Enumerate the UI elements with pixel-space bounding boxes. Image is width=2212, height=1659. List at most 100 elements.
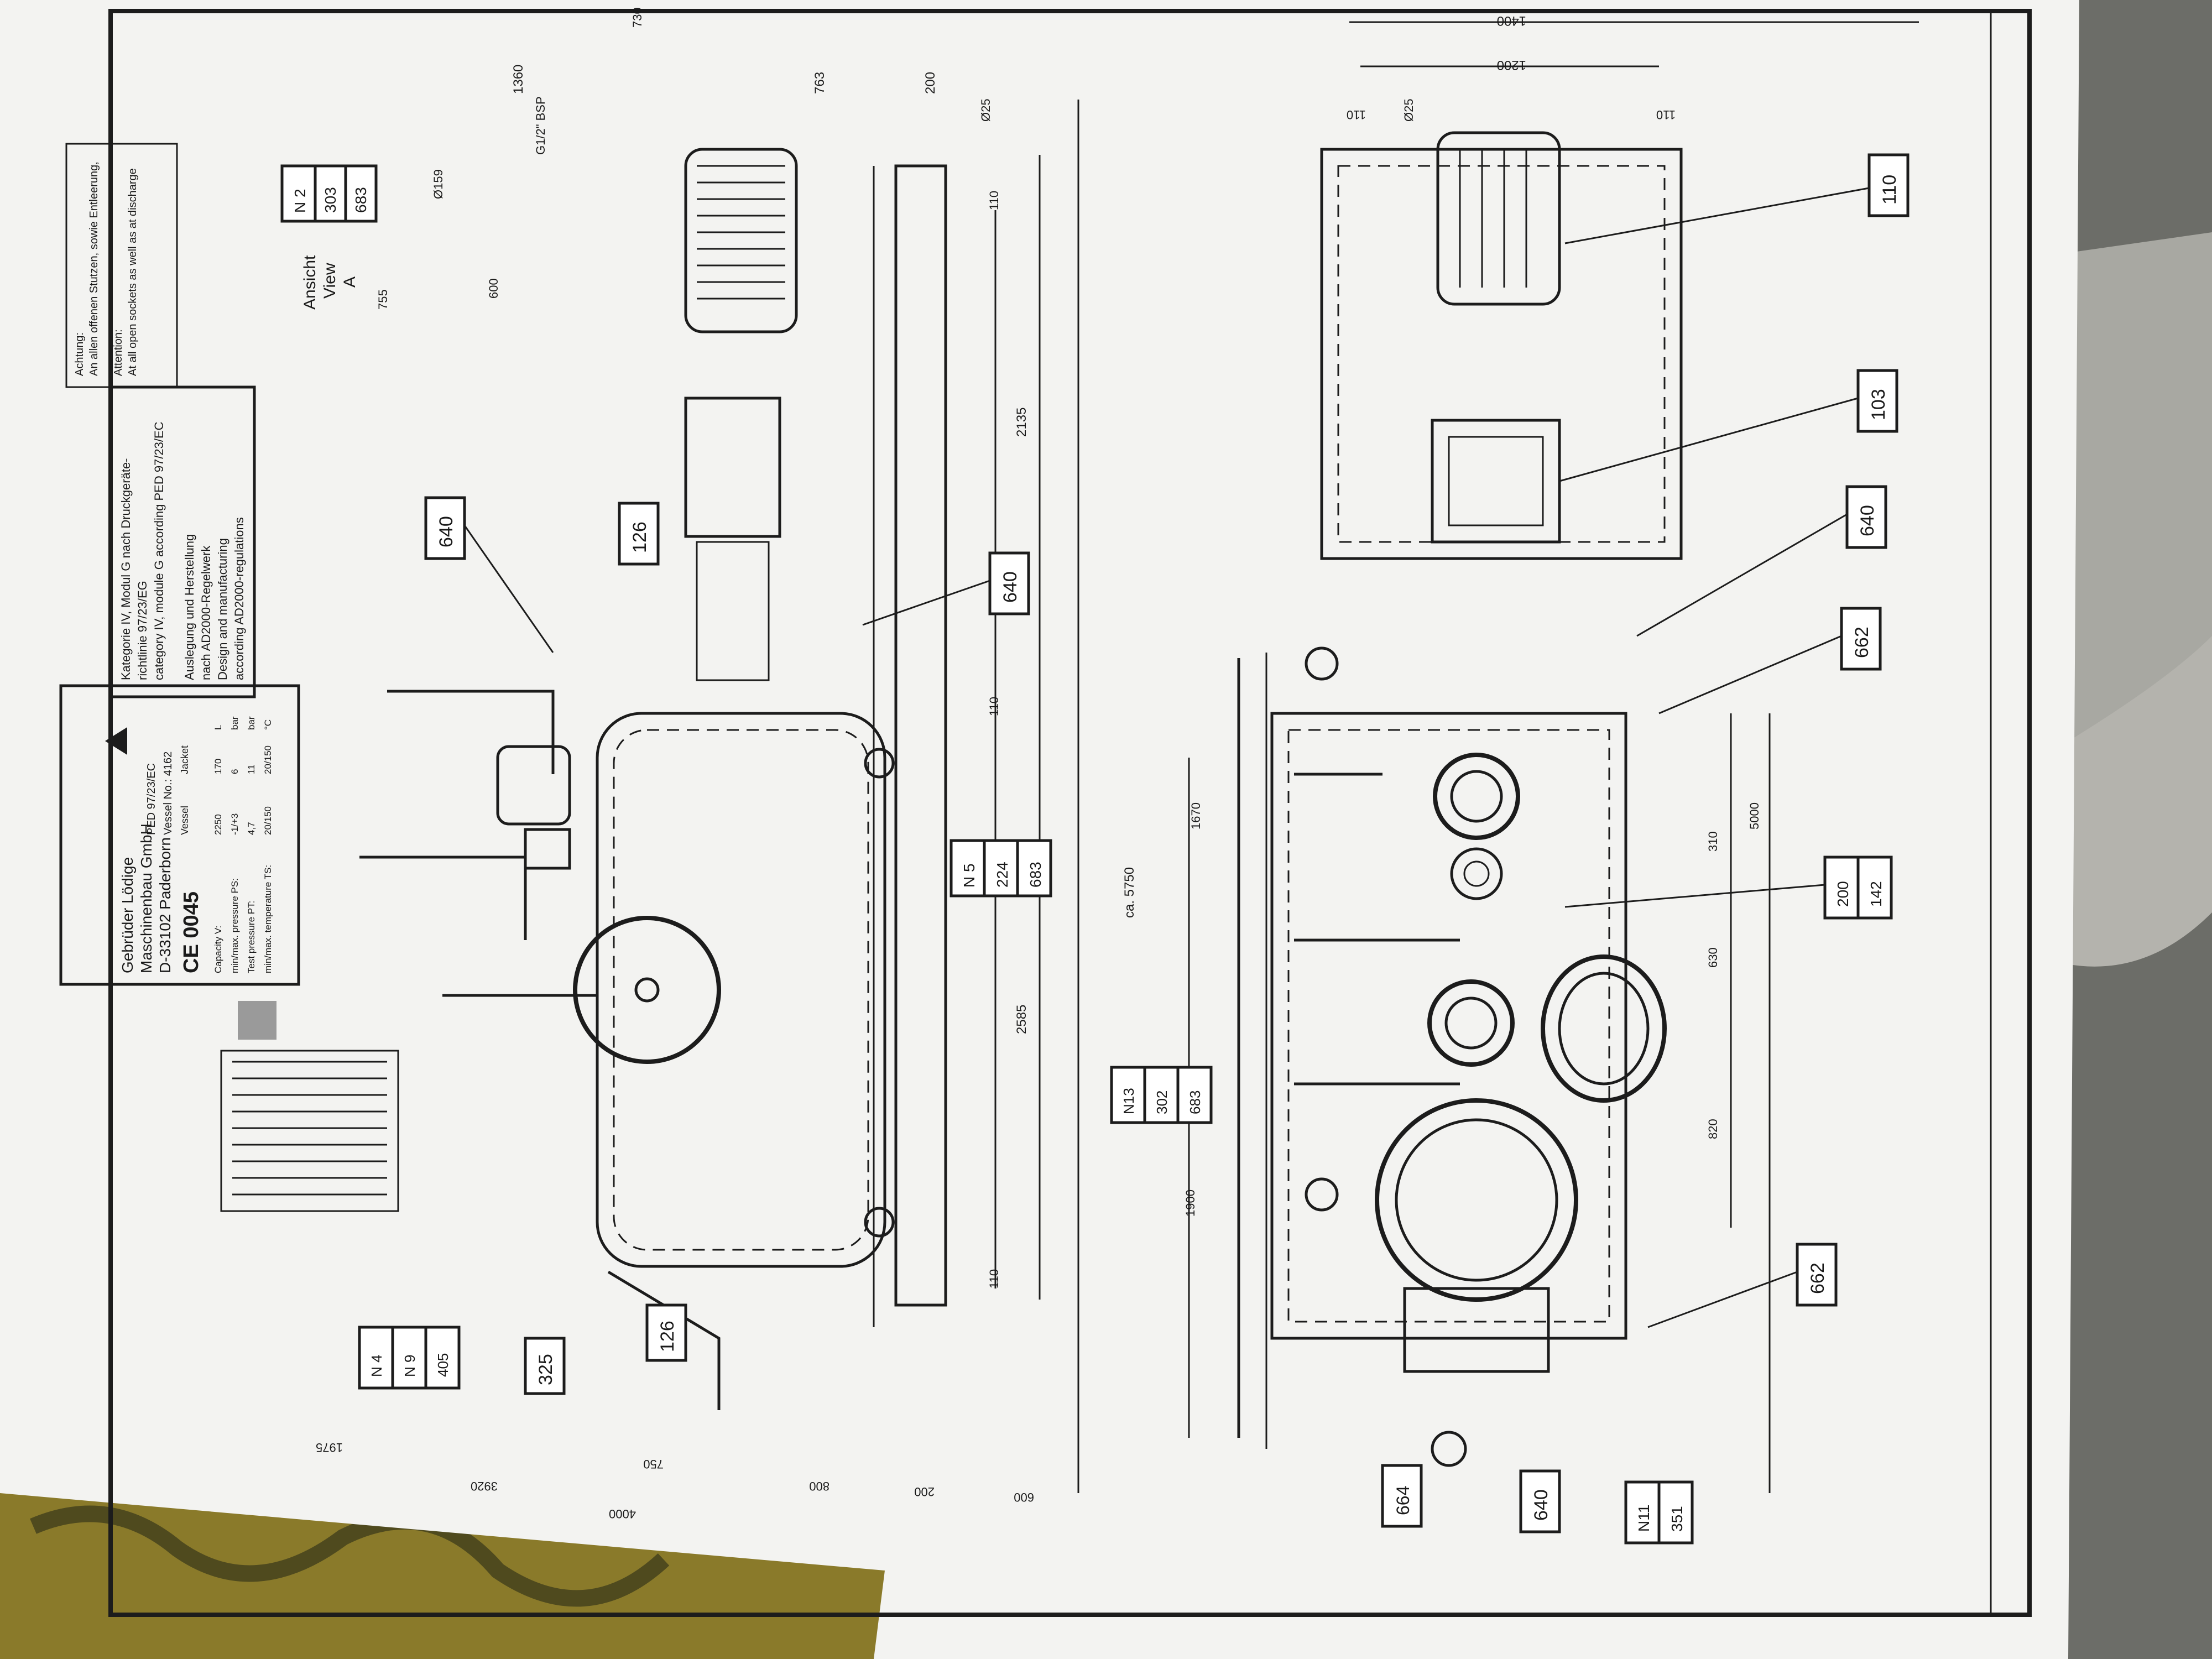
category-block: Kategorie IV, Modul G nach Druckgeräte- … — [109, 385, 256, 698]
svg-text:683: 683 — [352, 187, 369, 213]
svg-text:303: 303 — [322, 187, 339, 213]
svg-text:110: 110 — [987, 191, 1001, 210]
company-name: Gebrüder Lödige — [119, 857, 136, 973]
svg-text:G1/2" BSP: G1/2" BSP — [534, 96, 547, 155]
svg-text:302: 302 — [1154, 1091, 1170, 1114]
nozzle-tag-664: 664 — [1381, 1464, 1423, 1528]
svg-text:N 5: N 5 — [961, 863, 978, 888]
row-unit: L — [213, 725, 223, 730]
category-line: richtlinie 97/23/EG — [135, 581, 149, 680]
svg-text:730: 730 — [630, 7, 644, 28]
svg-text:Ø25: Ø25 — [1402, 98, 1416, 122]
callout-126: 126 — [645, 1303, 687, 1362]
table-header-vessel: Vessel — [179, 806, 190, 835]
nozzle-tag-n11: N11 351 — [1624, 1480, 1694, 1545]
callout-110: 110 — [1867, 153, 1910, 217]
svg-text:200: 200 — [923, 72, 938, 94]
callout-103: 103 — [1856, 369, 1898, 433]
svg-text:200: 200 — [914, 1485, 935, 1499]
view-label: Ansicht View A — [301, 255, 359, 310]
category-line: Auslegung und Herstellung — [182, 534, 196, 680]
svg-text:664: 664 — [1393, 1486, 1413, 1515]
row-unit: bar — [246, 716, 257, 730]
hatched-mark-icon — [238, 1001, 276, 1040]
svg-text:142: 142 — [1867, 881, 1885, 907]
svg-text:1670: 1670 — [1189, 802, 1203, 830]
row-vessel: 2250 — [213, 814, 223, 835]
svg-text:View: View — [321, 263, 339, 299]
table-header-jacket: Jacket — [179, 745, 190, 774]
svg-text:683: 683 — [1187, 1091, 1203, 1114]
category-line: nach AD2000-Regelwerk — [199, 545, 213, 680]
attention-note: Achtung: An allen offenen Stutzen, sowie… — [65, 143, 178, 388]
nozzle-tag-n4-n9: N 4 N 9 405 — [358, 1326, 461, 1390]
svg-text:640: 640 — [1000, 571, 1021, 603]
svg-text:1200: 1200 — [1497, 58, 1526, 72]
svg-text:N 4: N 4 — [368, 1355, 385, 1377]
svg-text:1360: 1360 — [511, 65, 526, 94]
svg-text:800: 800 — [809, 1479, 830, 1493]
svg-text:630: 630 — [1706, 947, 1720, 968]
svg-text:600: 600 — [487, 278, 500, 299]
callout-640: 640 — [424, 496, 466, 560]
svg-text:325: 325 — [535, 1354, 556, 1385]
attention-line: Attention: — [112, 329, 124, 376]
svg-text:640: 640 — [1531, 1489, 1552, 1521]
svg-text:Ø159: Ø159 — [431, 169, 445, 199]
top-view-drawing — [220, 100, 1079, 1493]
nozzle-tag-n5: N 5 224 683 — [950, 839, 1052, 898]
attention-line: An allen offenen Stutzen, sowie Entleeru… — [88, 161, 100, 376]
svg-text:405: 405 — [435, 1353, 451, 1377]
svg-text:N13: N13 — [1120, 1088, 1137, 1114]
row-unit: °C — [263, 719, 273, 730]
callout-126: 126 — [618, 502, 660, 566]
svg-text:640: 640 — [1857, 505, 1878, 536]
nozzle-tag-n13: N13 302 683 — [1110, 1066, 1213, 1124]
svg-text:755: 755 — [376, 289, 390, 310]
callout-662: 662 — [1796, 1243, 1838, 1307]
row-label: min/max. pressure PS: — [229, 878, 240, 973]
row-label: Capacity V: — [213, 926, 223, 973]
ce-mark: CE 0045 — [180, 891, 203, 973]
title-block: Gebrüder Lödige Maschinenbau GmbH D-3310… — [59, 684, 300, 1040]
category-line: Design and manufacturing — [216, 538, 229, 680]
row-unit: bar — [229, 716, 240, 730]
callout-325: 325 — [524, 1337, 566, 1395]
category-line: category IV, module G according PED 97/2… — [152, 421, 166, 680]
svg-text:763: 763 — [812, 72, 827, 94]
svg-text:N 9: N 9 — [401, 1355, 418, 1377]
svg-text:310: 310 — [1706, 831, 1720, 852]
row-vessel: -1/+3 — [229, 813, 240, 835]
svg-text:4000: 4000 — [609, 1507, 636, 1521]
svg-text:1900: 1900 — [1183, 1190, 1197, 1217]
svg-text:A: A — [341, 276, 359, 288]
row-label: Test pressure PT: — [246, 901, 257, 973]
row-jacket: 20/150 — [263, 745, 273, 774]
company-address: D-33102 Paderborn — [156, 837, 174, 973]
company-subtitle: Maschinenbau GmbH — [138, 823, 155, 973]
row-vessel: 4,7 — [246, 822, 257, 835]
tablecloth-pattern — [30, 1505, 670, 1607]
svg-text:662: 662 — [1807, 1262, 1828, 1294]
svg-text:110: 110 — [1879, 175, 1900, 205]
attention-line: Achtung: — [74, 332, 86, 376]
callout-640: 640 — [1519, 1469, 1561, 1533]
category-line: Kategorie IV, Modul G nach Druckgeräte- — [119, 458, 133, 680]
callout-662: 662 — [1840, 607, 1882, 671]
row-label: min/max. temperature TS: — [263, 865, 273, 973]
attention-line: At all open sockets as well as at discha… — [127, 168, 139, 376]
vessel-no: Vessel No.: 4162 — [162, 752, 174, 835]
svg-text:126: 126 — [657, 1321, 678, 1352]
svg-text:3920: 3920 — [471, 1479, 498, 1493]
top-view-dimensions: 763 200 1360 2135 2585 ca. 5750 110 110 … — [316, 7, 1137, 1521]
nozzle-tag-n2: N 2 303 683 — [280, 164, 378, 223]
svg-text:200: 200 — [1834, 881, 1851, 907]
svg-text:110: 110 — [1656, 108, 1676, 122]
nozzle-tag-200-142: 200 142 — [1823, 855, 1893, 920]
svg-text:110: 110 — [1347, 108, 1366, 122]
row-jacket: 170 — [213, 759, 223, 774]
svg-text:662: 662 — [1851, 627, 1872, 658]
svg-text:5000: 5000 — [1747, 802, 1761, 830]
drawing-border — [108, 9, 2032, 1617]
